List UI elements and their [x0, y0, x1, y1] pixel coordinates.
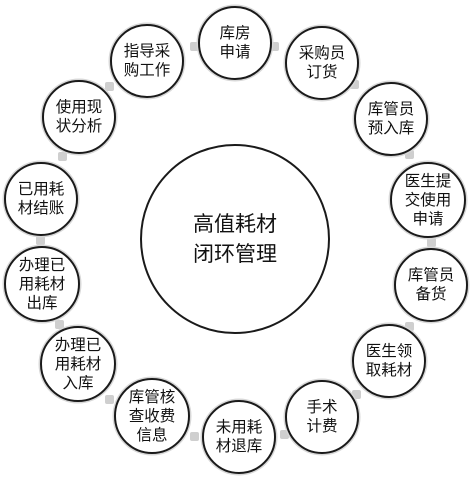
step-used-inbound: 办理已 用耗材 入库	[40, 326, 116, 402]
step-doctor-pickup: 医生领 取耗材	[352, 324, 426, 398]
connector	[280, 430, 289, 439]
connector	[270, 42, 279, 51]
connector	[352, 390, 361, 399]
step-stock-prep: 库管员 备货	[394, 248, 468, 322]
step-buyer-order: 采购员 订货	[285, 26, 359, 100]
connector	[55, 320, 64, 329]
step-surgery-billing: 手术 计费	[285, 380, 359, 454]
step-unused-return: 未用耗 材退库	[202, 400, 276, 474]
step-charge-check: 库管核 查收费 信息	[114, 378, 190, 454]
connector	[190, 42, 199, 51]
connector	[405, 322, 414, 331]
connector	[190, 432, 199, 441]
step-pre-warehousing: 库管员 预入库	[354, 82, 428, 156]
step-used-settlement: 已用耗 材结账	[4, 162, 78, 236]
connector	[350, 80, 359, 89]
connector	[105, 82, 114, 91]
step-used-outbound: 办理已 用耗材 出库	[4, 246, 80, 322]
connector	[427, 238, 436, 247]
step-usage-analysis: 使用现 状分析	[42, 80, 116, 154]
connector	[105, 395, 114, 404]
connector	[36, 236, 45, 245]
connector	[405, 150, 414, 159]
step-guide-purchasing: 指导采 购工作	[110, 24, 184, 98]
step-storeroom-request: 库房 申请	[198, 6, 272, 80]
connector	[58, 152, 67, 161]
center-circle: 高值耗材 闭环管理	[140, 144, 330, 334]
step-doctor-request: 医生提 交使用 申请	[390, 162, 466, 238]
